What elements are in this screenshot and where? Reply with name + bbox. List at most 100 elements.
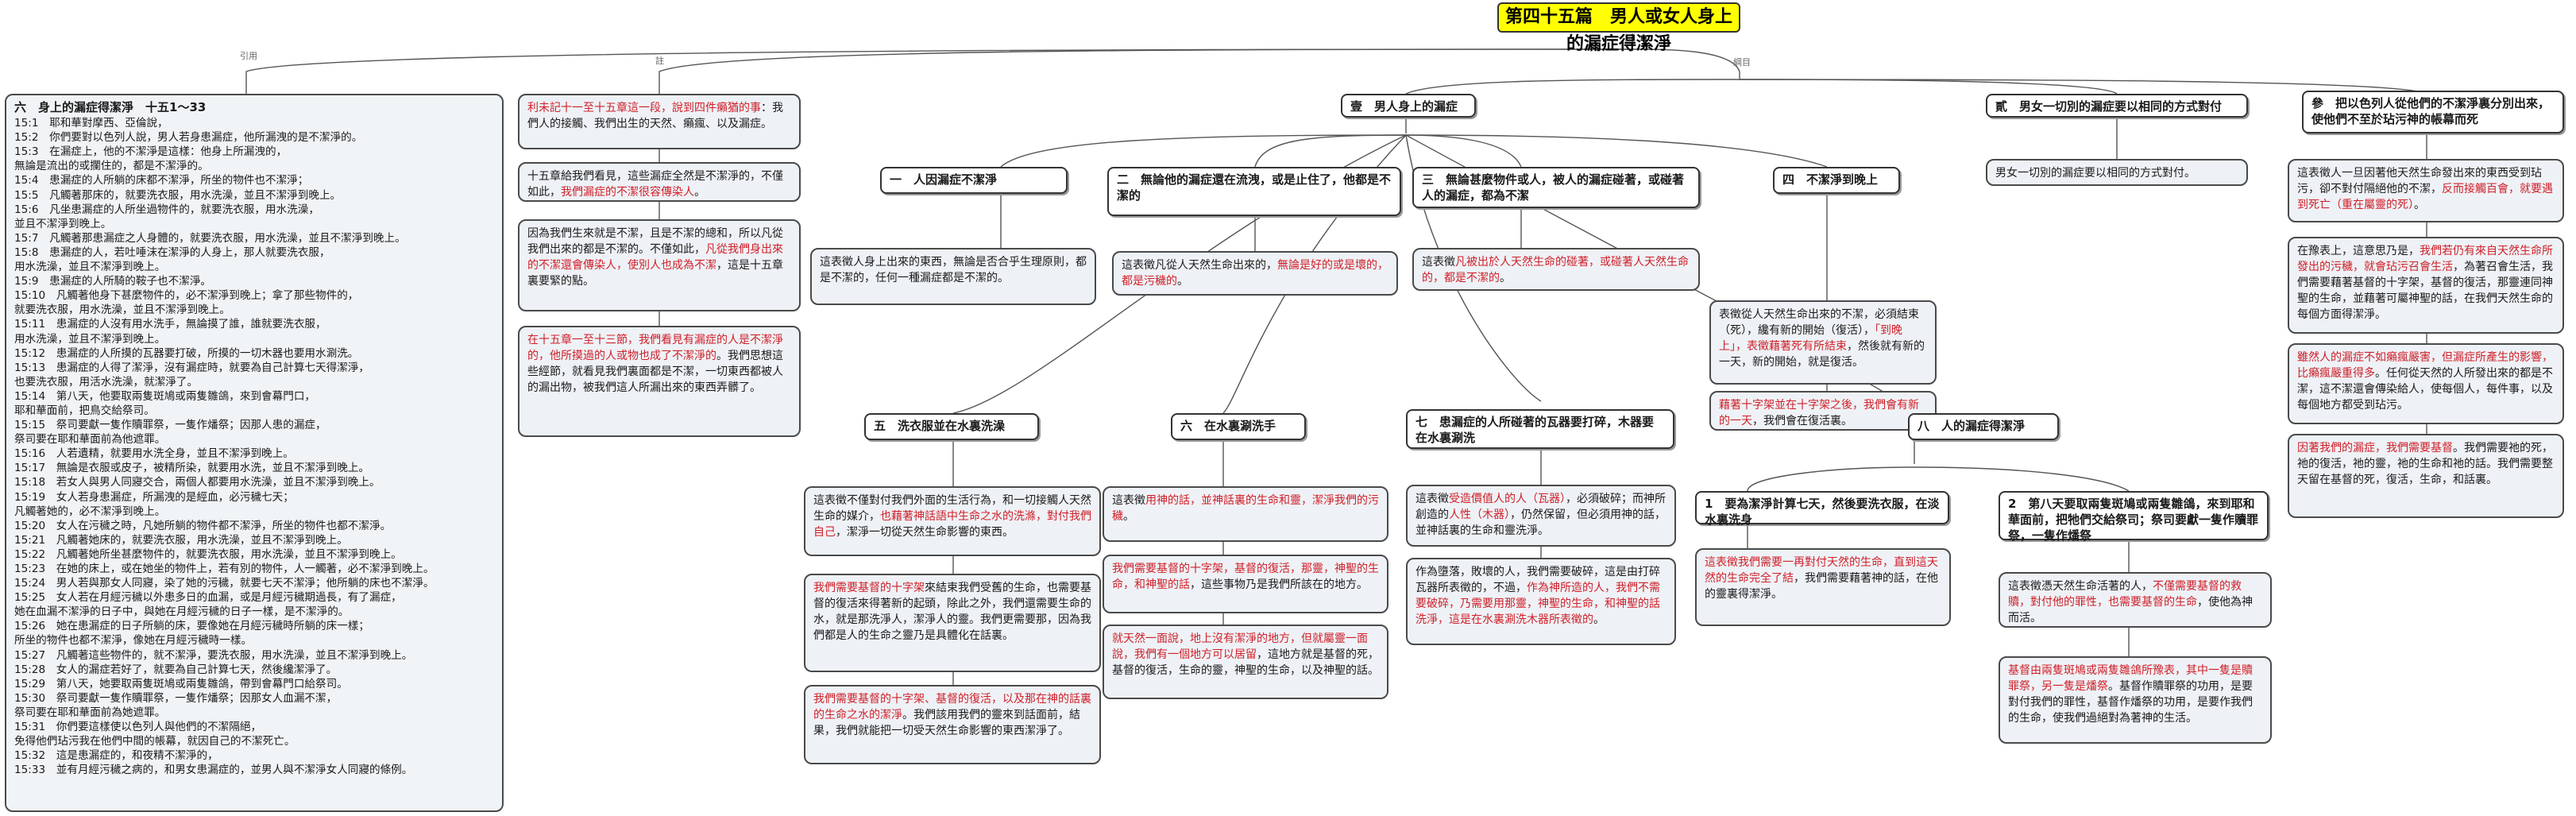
scripture-line: 15:12 患漏症的人所摸的瓦器要打破，所摸的一切木器也要用水涮洗。 <box>14 346 359 360</box>
body-text: 這表徵憑天然生命活著的人， <box>2008 580 2153 593</box>
page-title: 第四十五篇 男人或女人身上的漏症得潔淨 <box>1497 2 1740 54</box>
highlight-text: 不僅需要基督的救贖，對付他的罪性，也需要基督的生命 <box>2008 580 2242 609</box>
highlight-text: 凡從我們身出來的不潔還會傳染人，使別人也成為不潔 <box>527 243 783 272</box>
scripture-line: 15:16 人若遺精，就要用水洗全身，並且不潔淨到晚上。 <box>14 447 294 461</box>
scripture-line: 無論是流出的或攔住的，都是不潔淨的。 <box>14 160 209 173</box>
highlight-text: 凡被出於人天然生命的碰著，或碰著人天然生命的，都是不潔的 <box>1422 256 1689 284</box>
scripture-panel: 六 身上的漏症得潔淨 十五1～33 15:1 耶和華對摩西、亞倫說，15:2 你… <box>5 94 504 812</box>
highlight-text: 也藉著神話語中生命之水的洗滌，對付我們自己 <box>813 510 1091 539</box>
scripture-line: 15:8 患漏症的人，若吐唾沫在潔淨的人身上，那人就要洗衣服， <box>14 246 330 259</box>
leaf-main-3a: 這表徵人一旦因著他天然生命發出來的東西受到玷污，卻不對付隔絕他的不潔，反而接觸百… <box>2288 159 2564 222</box>
outline-sub-6: 六 在水裏涮洗手 <box>1171 413 1306 440</box>
body-text: ，這些事物乃是我們所該在的地方。 <box>1190 578 1368 591</box>
body-text: 。任何從天然的人所發出來的都是不潔，這不潔還會傳染給人，使每個人，每件事，以及每… <box>2297 367 2553 412</box>
body-text: ，仍然保留，但必須用神的話，並神話裏的生命和靈洗淨 <box>1415 509 1666 537</box>
highlight-text: 藉著十字架並在十字架之後，我們會有新的一天 <box>1719 399 1919 427</box>
outline-sub-2: 二 無論他的漏症還在流洩，或是止住了，他都是不潔的 <box>1107 167 1401 216</box>
body-text: ：我們人的接觸、我們出生的天然、癩瘋、以及漏症。 <box>527 102 783 130</box>
leaf-sub-4b: 藉著十字架並在十字架之後，我們會有新的一天，我們會在復活裏。 <box>1709 391 1937 431</box>
scripture-line: 15:26 她在患漏症的日子所躺的床，要像她在月經污穢時所躺的床一樣； <box>14 620 369 633</box>
scripture-line: 15:28 女人的漏症若好了，就要為自己計算七天，然後纔潔淨了。 <box>14 663 338 676</box>
body-text: 。我們思想這些經節，就看見我們裏面都是不潔，一切東西都被人的漏出物，被我們這人所… <box>527 350 783 394</box>
leaf-sub-7b: 作為墮落，敗壞的人，我們需要破碎，這是由打碎瓦器所表徵的，不過，作為神所造的人，… <box>1406 558 1676 645</box>
scripture-line: 15:13 患漏症的人得了潔淨，沒有漏症時，就要為自己計算七天得潔淨， <box>14 361 369 374</box>
scripture-line: 耶和華面前，把鳥交給祭司。 <box>14 404 155 417</box>
body-text: 。 <box>1538 524 1549 537</box>
edge-label-outline: 綱目 <box>1733 57 1751 68</box>
body-text: 。我們需要祂的死，祂的復活，祂的靈，祂的生命和祂的話。我們需要整天留在基督的死，… <box>2297 442 2553 486</box>
outline-sub-4: 四 不潔淨到晚上 <box>1773 167 1900 194</box>
outline-sub-7: 七 患漏症的人所碰著的瓦器要打碎，木器要在水裏涮洗 <box>1406 409 1674 449</box>
scripture-line: 15:32 這是患漏症的，和夜精不潔淨的， <box>14 749 218 763</box>
leaf-sub-2: 這表徵凡從人天然生命出來的，無論是好的或是壞的，都是污穢的。 <box>1112 251 1398 296</box>
outline-main-2: 貳 男女一切別的漏症要以相同的方式對付 <box>1986 94 2248 118</box>
leaf-sub-8b1: 這表徵憑天然生命活著的人，不僅需要基督的救贖，對付他的罪性，也需要基督的生命，使… <box>1999 572 2272 628</box>
body-text: 。 <box>694 186 705 199</box>
scripture-line: 免得他們玷污我在他們中間的帳幕，就因自己的不潔死亡。 <box>14 735 295 748</box>
highlight-text: 我們需要基督的十字架、基督的復活，以及那在神的話裏的生命之水的潔淨 <box>813 693 1091 721</box>
body-text: ，我們會在復活裏。 <box>1752 415 1852 427</box>
scripture-line: 15:4 患漏症的人所躺的床都不潔淨，所坐的物件也不潔淨； <box>14 174 309 188</box>
scripture-line: 15:25 女人若在月經污穢以外患多日的血漏，或是月經污穢期過長，有了漏症， <box>14 591 402 605</box>
leaf-sub-6b: 我們需要基督的十字架，基督的復活，那靈，神聖的生命，和神聖的話，這些事物乃是我們… <box>1103 555 1388 613</box>
body-text: 。 <box>2414 199 2425 211</box>
leaf-main-2: 男女一切別的漏症要以相同的方式對付。 <box>1986 159 2248 186</box>
outline-sub-8a: 1 要為潔淨計算七天，然後要洗衣服，在淡水裏洗身 <box>1695 491 1949 527</box>
edge-label-cite: 引用 <box>240 51 257 61</box>
highlight-text: 雖然人的漏症不如癩瘋嚴害，但漏症所產生的影響，比癩瘋嚴重得多 <box>2297 351 2553 380</box>
scripture-lines: 15:1 耶和華對摩西、亞倫說，15:2 你們要對以色列人說，男人若身患漏症，他… <box>14 116 494 777</box>
scripture-line: 15:17 無論是衣服或皮子，被精所染，就要用水洗，並且不潔淨到晚上。 <box>14 462 369 475</box>
scripture-line: 15:33 並有月經污穢之病的，和男女患漏症的，並男人與不潔淨女人同寢的條例。 <box>14 764 413 777</box>
note-2: 十五章給我們看見，這些漏症全然是不潔淨的，不僅如此，我們漏症的不潔很容傳染人。 <box>518 162 801 202</box>
edge-label-note: 註 <box>655 56 664 66</box>
scripture-line: 15:14 第八天，他要取兩隻斑鳩或兩隻雛鴿，來到會幕門口， <box>14 389 316 403</box>
body-text: ，這地方就是基督的死，基督的復活，生命的靈，神聖的生命，以及神聖的話。 <box>1112 648 1379 677</box>
leaf-main-3d: 因著我們的漏症，我們需要基督。我們需要祂的死，祂的復活，祂的靈，祂的生命和祂的話… <box>2288 434 2564 518</box>
outline-main-1: 壹 男人身上的漏症 <box>1341 94 1476 118</box>
leaf-sub-3: 這表徵凡被出於人天然生命的碰著，或碰著人天然生命的，都是不潔的。 <box>1412 248 1700 291</box>
body-text: 這表徵人一旦因著他天然生命發出來的東西受到玷污，卻不對付隔絕他的不潔， <box>2297 167 2542 195</box>
scripture-line: 15:1 耶和華對摩西、亞倫說， <box>14 117 168 130</box>
scripture-line: 15:23 在她的床上，或在她坐的物件上，若有別的物件，人一觸著，必不潔淨到晚上… <box>14 563 434 575</box>
highlight-text: 作為神所造的人，我們不需要破碎，乃需要用那靈，神聖的生命，和神聖的話洗淨，這是在… <box>1415 582 1660 626</box>
scripture-line: 15:20 女人在污穢之時，凡她所躺的物件都不潔淨，所坐的物件也都不潔淨。 <box>14 519 392 532</box>
scripture-line: 15:21 凡觸著她床的，就要洗衣服，用水洗澡，並且不潔淨到晚上。 <box>14 533 348 547</box>
body-text: 來結束我們受舊的生命，也需要基督的復活來得著新的起頭，除此之外，我們還需要生命的… <box>813 582 1091 642</box>
highlight-text: 反而接觸百會，就要遇到死亡（重在屬靈的死） <box>2297 183 2553 211</box>
scripture-line: 15:31 你們要這樣使以色列人與他們的不潔隔絕， <box>14 721 262 734</box>
leaf-main-3c: 雖然人的漏症不如癩瘋嚴害，但漏症所產生的影響，比癩瘋嚴重得多。任何從天然的人所發… <box>2288 343 2564 424</box>
scripture-line: 15:6 凡坐患漏症的人所坐過物件的，就要洗衣服，用水洗澡， <box>14 203 319 216</box>
leaf-sub-8b2: 基督由兩隻斑鳩或兩隻雛鴿所豫表，其中一隻是贖罪祭，另一隻是燔祭。基督作贖罪祭的功… <box>1999 656 2272 744</box>
scripture-line: 就要洗衣服，用水洗澡，並且不潔淨到晚上。 <box>14 304 230 317</box>
scripture-line: 並且不潔淨到晚上。 <box>14 217 112 230</box>
scripture-line: 15:10 凡觸著他身下甚麼物件的，必不潔淨到晚上；拿了那些物件的， <box>14 289 359 303</box>
scripture-line: 所坐的物件也都不潔淨，像她在月經污穢時一樣。 <box>14 634 253 648</box>
highlight-text: 就天然一面說，地上沒有潔淨的地方，但就屬靈一面說，我們有一個地方可以居留 <box>1112 632 1368 661</box>
highlight-text: 我們需要基督的十字架 <box>813 582 925 594</box>
body-text: ，必須破碎；而神所創造的 <box>1415 493 1666 521</box>
body-text: 。我們該用我們的靈來到話面前，結果，我們就能把一切受天然生命影響的東西潔淨了。 <box>813 709 1080 737</box>
outline-sub-8b: 2 第八天要取兩隻斑鳩或兩隻雛鴿，來到耶和華面前，把牠們交給祭司；祭司要獻一隻作… <box>1999 491 2269 543</box>
note-3: 因為我們生來就是不潔，且是不潔的總和，所以凡從我們出來的都是不潔的。不僅如此，凡… <box>518 219 801 311</box>
highlight-text: 這表徵我們需要一再對付天然的生命，直到這天然的生命完全了結 <box>1705 556 1938 585</box>
body-text: 。 <box>1177 275 1188 288</box>
highlight-text: 我們需要基督的十字架，基督的復活，那靈，神聖的生命，和神聖的話 <box>1112 563 1379 591</box>
outline-sub-8: 八 人的漏症得潔淨 <box>1908 413 2059 440</box>
body-text: 。 <box>1123 510 1134 523</box>
body-text: 十五章給我們看見，這些漏症全然是不潔淨的，不僅如此， <box>527 170 783 199</box>
highlight-text: 受造價值人的人（瓦器） <box>1449 493 1566 505</box>
scripture-line: 祭司要在耶和華面前為她遮罪。 <box>14 706 166 719</box>
scripture-line: 15:19 女人若身患漏症，所漏洩的是經血，必污穢七天； <box>14 490 294 504</box>
scripture-line: 15:7 凡觸著那患漏症之人身體的，就要洗衣服，用水洗澡，並且不潔淨到晚上。 <box>14 231 406 245</box>
body-text: ，使他為神而活。 <box>2008 596 2253 625</box>
highlight-text: 在十五章一至十三節，我們看見有漏症的人是不潔淨的，他所摸過的人或物也成了不潔淨的 <box>527 334 783 362</box>
note-4: 在十五章一至十三節，我們看見有漏症的人是不潔淨的，他所摸過的人或物也成了不潔淨的… <box>518 326 801 437</box>
body-text: 表徵從人天然生命出來的不潔，必須結束（死），纔有新的開始（復活）， <box>1719 308 1919 337</box>
scripture-line: 15:29 第八天，她要取兩隻斑鳩或兩隻雛鴿，帶到會幕門口給祭司。 <box>14 677 348 690</box>
highlight-text: 我們漏症的不潔很容傳染人 <box>561 186 694 199</box>
highlight-text: 「到晚上」，表徵藉著死有所結束 <box>1719 324 1902 353</box>
leaf-sub-5c: 我們需要基督的十字架、基督的復活，以及那在神的話裏的生命之水的潔淨。我們該用我們… <box>804 685 1101 764</box>
body-text: 。 <box>1500 272 1511 284</box>
outline-main-3: 參 把以色列人從他們的不潔淨裏分別出來，使他們不至於玷污神的帳幕而死 <box>2302 91 2564 133</box>
leaf-sub-6a: 這表徵用神的話，並神話裏的生命和靈，潔淨我們的污穢。 <box>1103 486 1388 542</box>
